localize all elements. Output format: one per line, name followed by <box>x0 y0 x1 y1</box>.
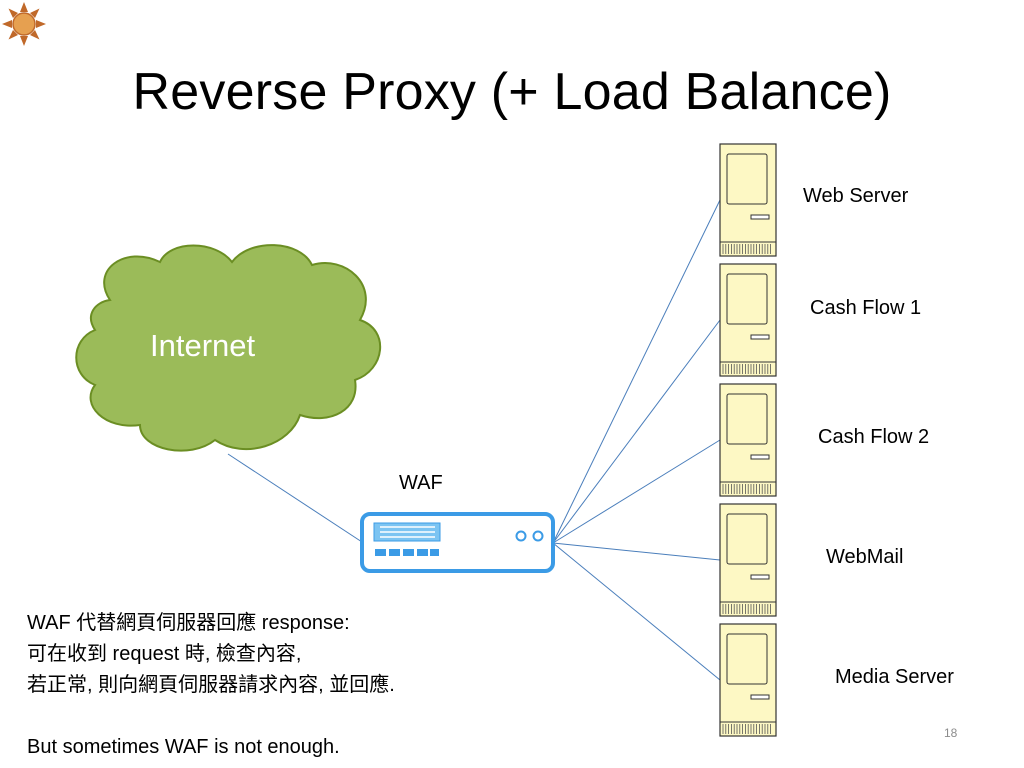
cloud-icon <box>75 244 382 452</box>
link-waf-cash-flow-2 <box>552 439 721 544</box>
link-waf-cash-flow-1 <box>552 319 721 544</box>
server-label-webmail: WebMail <box>826 546 904 568</box>
servers <box>719 143 777 737</box>
server-icon <box>719 503 777 617</box>
server-icon <box>719 623 777 737</box>
link-waf-media-server <box>552 542 721 681</box>
slide-number: 18 <box>944 726 958 740</box>
sun-logo-icon <box>2 2 46 46</box>
notes-line-3: 若正常, 則向網頁伺服器請求內容, 並回應. <box>27 674 395 696</box>
notes-line-1: WAF 代替網頁伺服器回應 response: <box>27 612 350 634</box>
notes-line-2: 可在收到 request 時, 檢查內容, <box>27 643 302 665</box>
slide-title: Reverse Proxy (+ Load Balance) <box>132 63 892 121</box>
server-label-cash-flow-1: Cash Flow 1 <box>810 297 922 319</box>
link-waf-webmail <box>552 542 721 561</box>
server-icon <box>719 143 777 257</box>
link-waf-web-server <box>552 199 721 544</box>
server-label-cash-flow-2: Cash Flow 2 <box>818 426 930 448</box>
waf-device-icon <box>360 512 555 573</box>
link-internet-waf <box>227 453 363 543</box>
link-lines <box>227 199 721 681</box>
notes-line-4: But sometimes WAF is not enough. <box>27 736 340 758</box>
notes-spacer <box>27 701 395 732</box>
server-label-web-server: Web Server <box>803 185 909 207</box>
internet-label: Internet <box>150 328 256 363</box>
server-icon <box>719 263 777 377</box>
server-icon <box>719 383 777 497</box>
waf-label: WAF <box>399 472 443 494</box>
notes-text: WAF 代替網頁伺服器回應 response: 可在收到 request 時, … <box>27 608 395 763</box>
server-label-media-server: Media Server <box>835 666 954 688</box>
